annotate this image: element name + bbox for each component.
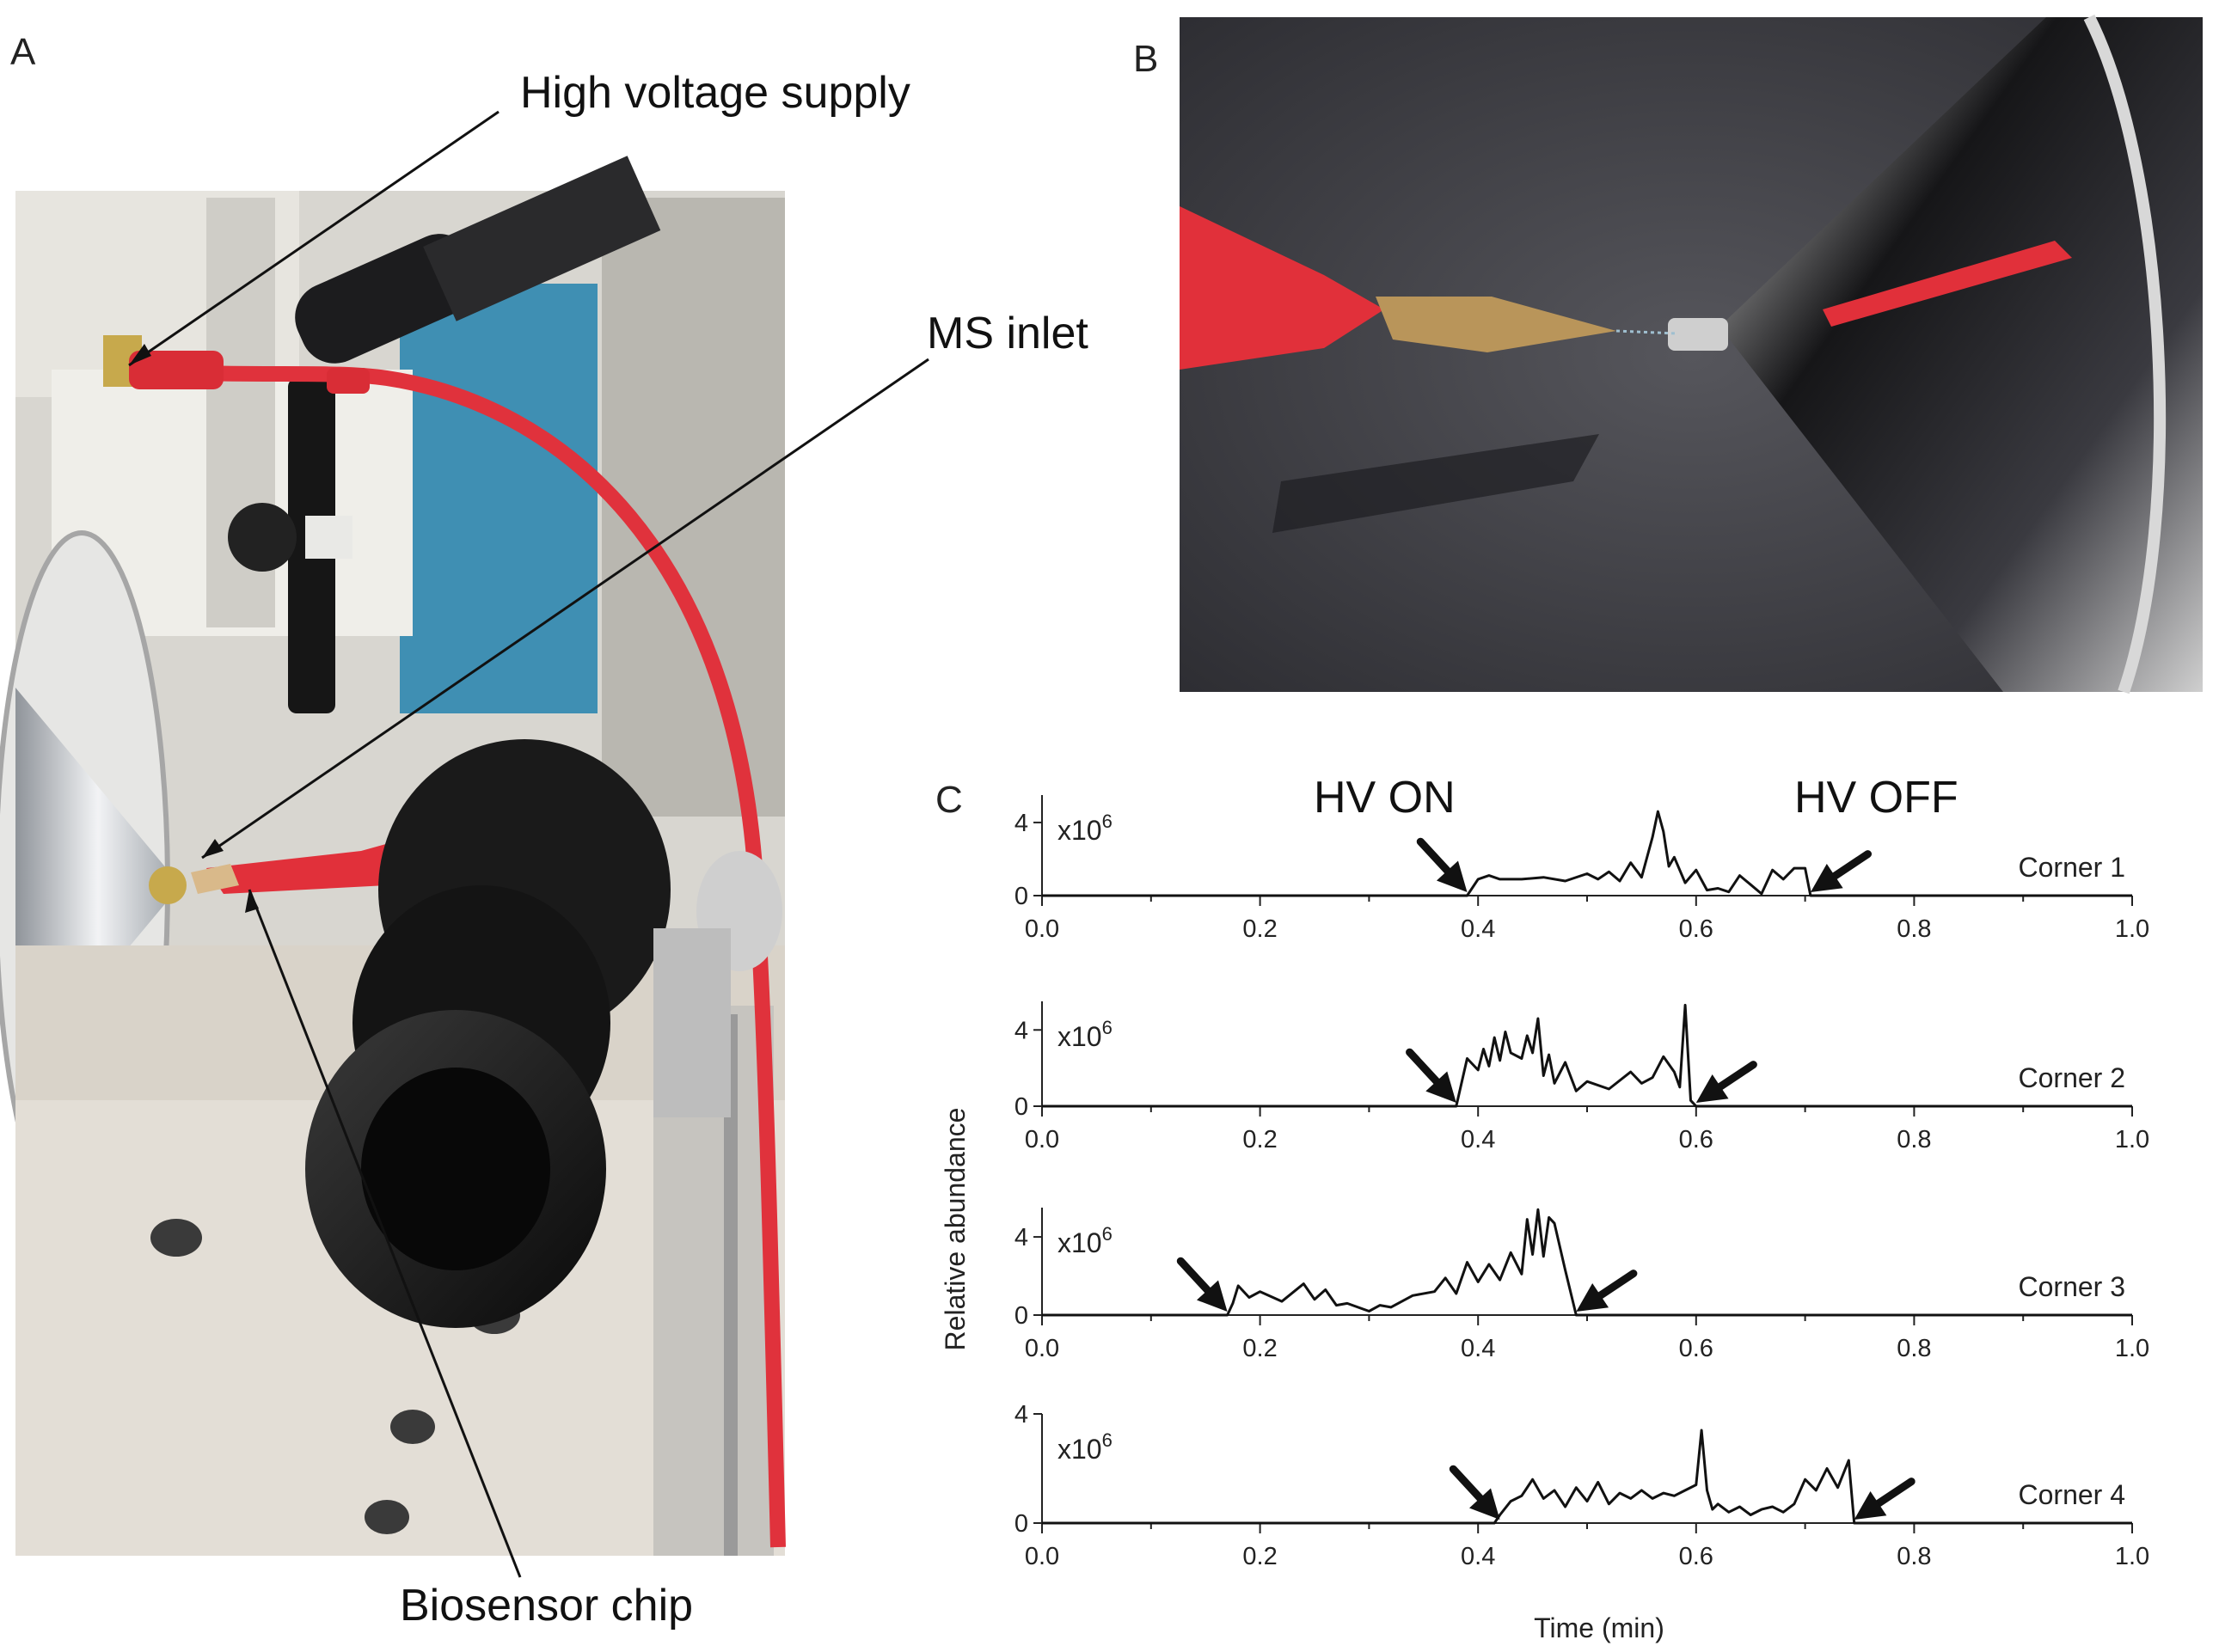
chip-b <box>1376 297 1616 352</box>
ms-inlet-leader-line <box>201 358 929 860</box>
ms-inlet-callout: MS inlet <box>927 309 1088 358</box>
x-tick-label: 0.6 <box>1679 1335 1713 1362</box>
series-label: Corner 2 <box>2019 1062 2126 1093</box>
subplot-corner-3: 4 0 x106 0.0 0.2 0.4 0.6 0.8 1.0 Corner 3 <box>1014 1208 2149 1362</box>
x-tick-label: 0.4 <box>1461 1126 1495 1153</box>
scale-exponent: 6 <box>1102 1017 1113 1038</box>
y-tick-label: 4 <box>1014 1017 1028 1044</box>
x-tick-label: 0.0 <box>1025 1335 1059 1362</box>
scale-factor-label: x106 <box>1057 1223 1113 1258</box>
hv-on-arrow-head <box>1436 860 1468 892</box>
y-tick-label: 4 <box>1014 1401 1028 1429</box>
y-tick-label: 0 <box>1014 1093 1028 1121</box>
high-voltage-leader-line <box>128 110 500 367</box>
scale-factor-label: x106 <box>1057 1017 1113 1052</box>
hv-on-arrow-head <box>1469 1488 1500 1520</box>
y-tick-label: 0 <box>1014 1302 1028 1330</box>
clip-b <box>1180 206 1384 370</box>
x-tick-label: 0.0 <box>1025 915 1059 943</box>
hv-off-arrow-head <box>1810 863 1843 892</box>
panel-b-label: B <box>1133 38 1158 80</box>
hv-on-arrow-head <box>1197 1280 1228 1312</box>
biosensor-chip-shape <box>191 864 239 894</box>
x-tick-label: 0.8 <box>1897 1543 1931 1570</box>
ms-inlet-cone <box>1719 17 2203 692</box>
hv-on-label: HV ON <box>1314 773 1456 823</box>
hv-on-arrow-head <box>1425 1071 1456 1103</box>
y-tick-label: 4 <box>1014 810 1028 837</box>
scale-exponent: 6 <box>1102 1429 1113 1451</box>
camera-tube <box>295 156 661 364</box>
chart-area: 4 0 x106 0.0 0.2 0.4 0.6 0.8 1.0 Corner 1 4 0 x106 0.… <box>1014 795 2149 1570</box>
biosensor-chip-leader-line <box>248 889 522 1578</box>
x-tick-label: 0.6 <box>1679 1126 1713 1153</box>
scale-exponent: 6 <box>1102 1223 1113 1245</box>
photo-b <box>1180 14 2203 694</box>
ms-inlet-arrowhead <box>202 839 224 858</box>
x-tick-label: 1.0 <box>2115 915 2149 943</box>
high-voltage-supply-callout: High voltage supply <box>520 68 910 118</box>
y-axis-title: Relative abundance <box>940 1108 971 1351</box>
hv-off-arrow-head <box>1854 1490 1887 1520</box>
x-axis-title: Time (min) <box>1534 1612 1664 1643</box>
x-tick-label: 0.4 <box>1461 1335 1495 1362</box>
y-tick-label: 4 <box>1014 1224 1028 1251</box>
high-voltage-arrowhead <box>129 344 151 365</box>
series-label: Corner 1 <box>2019 852 2126 883</box>
x-tick-label: 0.4 <box>1461 915 1495 943</box>
scale-factor-label: x106 <box>1057 1429 1113 1465</box>
x-tick-label: 1.0 <box>2115 1335 2149 1362</box>
x-tick-label: 0.6 <box>1679 915 1713 943</box>
inlet-capillary <box>1668 318 1728 351</box>
x-tick-label: 0.0 <box>1025 1126 1059 1153</box>
hv-off-arrow-head <box>1576 1282 1609 1312</box>
series-line-corner-2 <box>1042 1003 2132 1108</box>
x-tick-label: 0.2 <box>1242 1335 1277 1362</box>
x-tick-label: 0.2 <box>1242 1543 1277 1570</box>
biosensor-chip-callout: Biosensor chip <box>400 1581 693 1631</box>
photo-a <box>0 156 786 1556</box>
x-tick-label: 1.0 <box>2115 1543 2149 1570</box>
hv-off-arrow-head <box>1695 1074 1729 1103</box>
hv-off-label: HV OFF <box>1794 773 1958 823</box>
subplot-corner-1: 4 0 x106 0.0 0.2 0.4 0.6 0.8 1.0 Corner 1 <box>1014 795 2149 943</box>
x-tick-label: 0.2 <box>1242 915 1277 943</box>
subplot-corner-4: 4 0 x106 0.0 0.2 0.4 0.6 0.8 1.0 Corner 4 <box>1014 1401 2149 1570</box>
x-tick-label: 0.4 <box>1461 1543 1495 1570</box>
x-tick-label: 0.8 <box>1897 1126 1931 1153</box>
eyepiece <box>305 739 782 1328</box>
biosensor-chip-arrowhead <box>245 890 259 913</box>
scale-factor-label: x106 <box>1057 811 1113 846</box>
series-line-corner-3 <box>1042 1208 2132 1317</box>
subplot-corner-2: 4 0 x106 0.0 0.2 0.4 0.6 0.8 1.0 Corner 2 <box>1014 1001 2149 1153</box>
x-tick-label: 0.2 <box>1242 1126 1277 1153</box>
series-line-corner-1 <box>1042 810 2132 897</box>
y-tick-label: 0 <box>1014 883 1028 910</box>
x-tick-label: 0.0 <box>1025 1543 1059 1570</box>
x-tick-label: 0.6 <box>1679 1543 1713 1570</box>
panel-a-label: A <box>10 31 36 73</box>
x-tick-label: 0.8 <box>1897 915 1931 943</box>
series-line-corner-4 <box>1042 1429 2132 1525</box>
x-tick-label: 1.0 <box>2115 1126 2149 1153</box>
series-label: Corner 3 <box>2019 1271 2126 1302</box>
x-tick-label: 0.8 <box>1897 1335 1931 1362</box>
series-label: Corner 4 <box>2019 1479 2126 1510</box>
scale-exponent: 6 <box>1102 811 1113 832</box>
panel-c-label: C <box>935 779 963 821</box>
photo-a-blue-wall <box>400 284 598 713</box>
y-tick-label: 0 <box>1014 1510 1028 1538</box>
cone-red-clip <box>1823 241 2072 327</box>
